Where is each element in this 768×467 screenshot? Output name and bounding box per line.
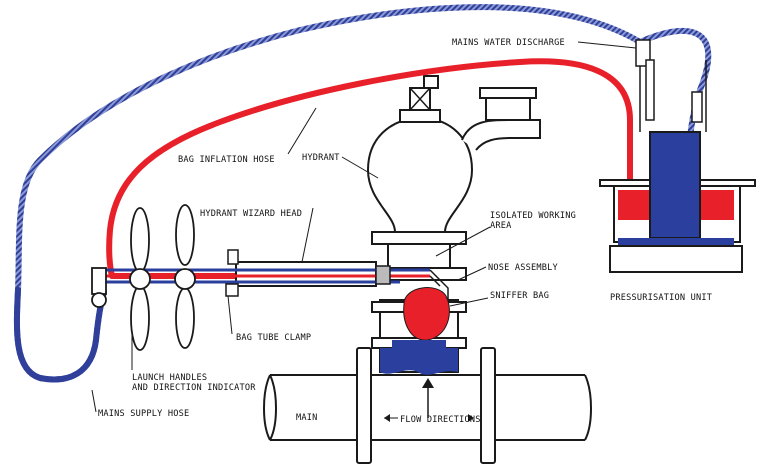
label-main: MAIN [296,413,318,423]
main-pipe [263,374,592,441]
leader-lines [91,41,637,413]
label-hydrant-wizard-head: HYDRANT WIZARD HEAD [200,209,302,219]
hydrant-body [366,75,541,373]
label-hydrant: HYDRANT [302,153,340,163]
label-pressurisation-unit: PRESSURISATION UNIT [610,293,712,303]
pressurisation-unit [599,39,756,273]
label-sniffer-bag: SNIFFER BAG [490,291,549,301]
label-launch-handles-1: LAUNCH HANDLES [132,373,207,383]
label-launch-handles-2: AND DIRECTION INDICATOR [132,383,256,393]
label-mains-water-discharge: MAINS WATER DISCHARGE [452,38,565,48]
mains-supply-hose-lower [13,287,107,383]
flow-arrow-icon [384,378,474,422]
label-bag-tube-clamp: BAG TUBE CLAMP [236,333,311,343]
launch-handles [91,204,196,351]
main-flanges [356,347,496,464]
label-isolated-working-area-1: ISOLATED WORKING [490,211,576,221]
label-isolated-working-area-2: AREA [490,221,512,231]
label-flow-directions: FLOW DIRECTIONS [400,415,481,425]
label-nose-assembly: NOSE ASSEMBLY [488,263,558,273]
label-bag-inflation-hose: BAG INFLATION HOSE [178,155,275,165]
sniffer-bag [380,287,458,375]
bag-inflation-hose [106,58,633,279]
label-mains-supply-hose: MAINS SUPPLY HOSE [98,409,189,419]
